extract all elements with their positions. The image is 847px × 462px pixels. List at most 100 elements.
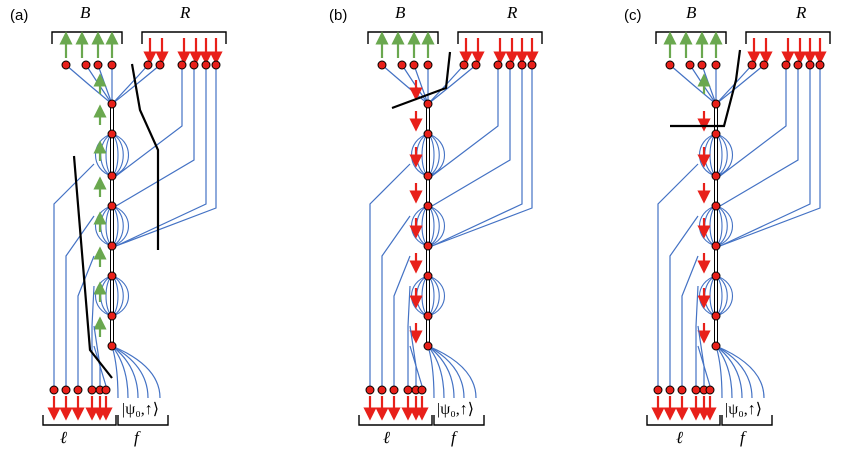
coupling-lens (421, 275, 429, 317)
panel-label: (a) (10, 7, 28, 24)
lead-node (653, 385, 663, 395)
bath-link (431, 65, 499, 177)
lead-link (407, 285, 411, 390)
lead-link (393, 255, 411, 390)
free-bracket (117, 415, 169, 426)
bath-r-label: R (179, 3, 191, 22)
coupling-lens (709, 275, 717, 317)
bath-b-node (61, 60, 71, 70)
free-link (427, 345, 455, 399)
lead-link (77, 255, 95, 390)
lead-node (677, 385, 687, 395)
lead-link (65, 215, 95, 390)
free-label: f (134, 428, 141, 447)
chain-node (107, 201, 117, 211)
coupling-lens (421, 205, 429, 247)
chain-node (423, 99, 433, 109)
coupling-lens (427, 275, 435, 317)
chain-node (107, 241, 117, 251)
chain-node (711, 201, 721, 211)
free-link (427, 345, 477, 399)
bath-link (669, 64, 717, 105)
lead-node (377, 385, 387, 395)
bath-b-label: B (395, 3, 406, 22)
bath-r-node (505, 60, 515, 70)
bath-b-node (423, 60, 433, 70)
bath-r-node (747, 60, 757, 70)
bath-r-node (177, 60, 187, 70)
lead-link (681, 255, 699, 390)
bath-r-node (189, 60, 199, 70)
coupling-lens (111, 275, 129, 317)
initial-state-ket: |ψ₀,↑⟩ (437, 401, 474, 418)
coupling-lens (111, 133, 129, 177)
bath-r-node (143, 60, 153, 70)
panel-label: (b) (329, 7, 347, 24)
bath-r-node (471, 60, 481, 70)
lead-bracket (646, 415, 721, 426)
chain-node (423, 311, 433, 321)
coupling-lens (427, 133, 445, 177)
lead-link (369, 163, 411, 390)
bath-r-node (759, 60, 769, 70)
chain-node (107, 271, 117, 281)
panel-c: (c) B R ℓ f |ψ₀,↑⟩ (624, 3, 831, 447)
coupling-lens (427, 205, 435, 247)
bath-r-bracket (745, 31, 831, 44)
bath-b-node (409, 60, 419, 70)
bath-b-node (81, 60, 91, 70)
coupling-lens (715, 133, 733, 177)
chain-node (107, 341, 117, 351)
panel-a: (a) B R ℓ f |ψ₀,↑⟩ (10, 3, 227, 447)
bath-link (115, 65, 217, 247)
lead-node (61, 385, 71, 395)
free-link (427, 345, 465, 399)
bath-link (115, 65, 183, 177)
bath-r-label: R (506, 3, 518, 22)
coupling-lens (427, 275, 445, 317)
bath-r-node (211, 60, 221, 70)
coupling-lens (95, 205, 113, 247)
chain-node (423, 271, 433, 281)
bath-b-node (665, 60, 675, 70)
coupling-lens (427, 205, 445, 247)
coupling-lens (421, 133, 429, 177)
coupling-lens (715, 205, 723, 247)
cut-line (72, 155, 113, 379)
bath-b-label: B (686, 3, 697, 22)
lead-bracket (42, 415, 117, 426)
chain-node (711, 241, 721, 251)
bath-r-bracket (457, 31, 543, 44)
chain-node (711, 129, 721, 139)
coupling-lens (427, 133, 435, 177)
chain-node (423, 129, 433, 139)
coupling-lens (699, 275, 717, 317)
free-bracket (721, 415, 773, 426)
free-link (111, 345, 161, 399)
initial-state-ket: |ψ₀,↑⟩ (725, 401, 762, 418)
coupling-lens (709, 205, 717, 247)
bath-b-node (107, 60, 117, 70)
lead-label: ℓ (60, 428, 67, 447)
chain-node (107, 311, 117, 321)
lead-link (91, 285, 95, 390)
bath-b-node (93, 60, 103, 70)
chain-node (711, 99, 721, 109)
bath-b-node (377, 60, 387, 70)
lead-node (417, 385, 427, 395)
lead-node (49, 385, 59, 395)
bath-link (719, 65, 811, 247)
cut-line (670, 49, 742, 128)
lead-node (87, 385, 97, 395)
lead-node (73, 385, 83, 395)
coupling-lens (105, 133, 113, 177)
bath-r-bracket (141, 31, 227, 44)
lead-node (691, 385, 701, 395)
coupling-lens (709, 133, 717, 177)
lead-link (381, 215, 411, 390)
chain-node (107, 171, 117, 181)
bath-b-node (685, 60, 695, 70)
bath-r-node (815, 60, 825, 70)
panel-b: (b) B R ℓ f |ψ₀,↑⟩ (329, 3, 543, 447)
